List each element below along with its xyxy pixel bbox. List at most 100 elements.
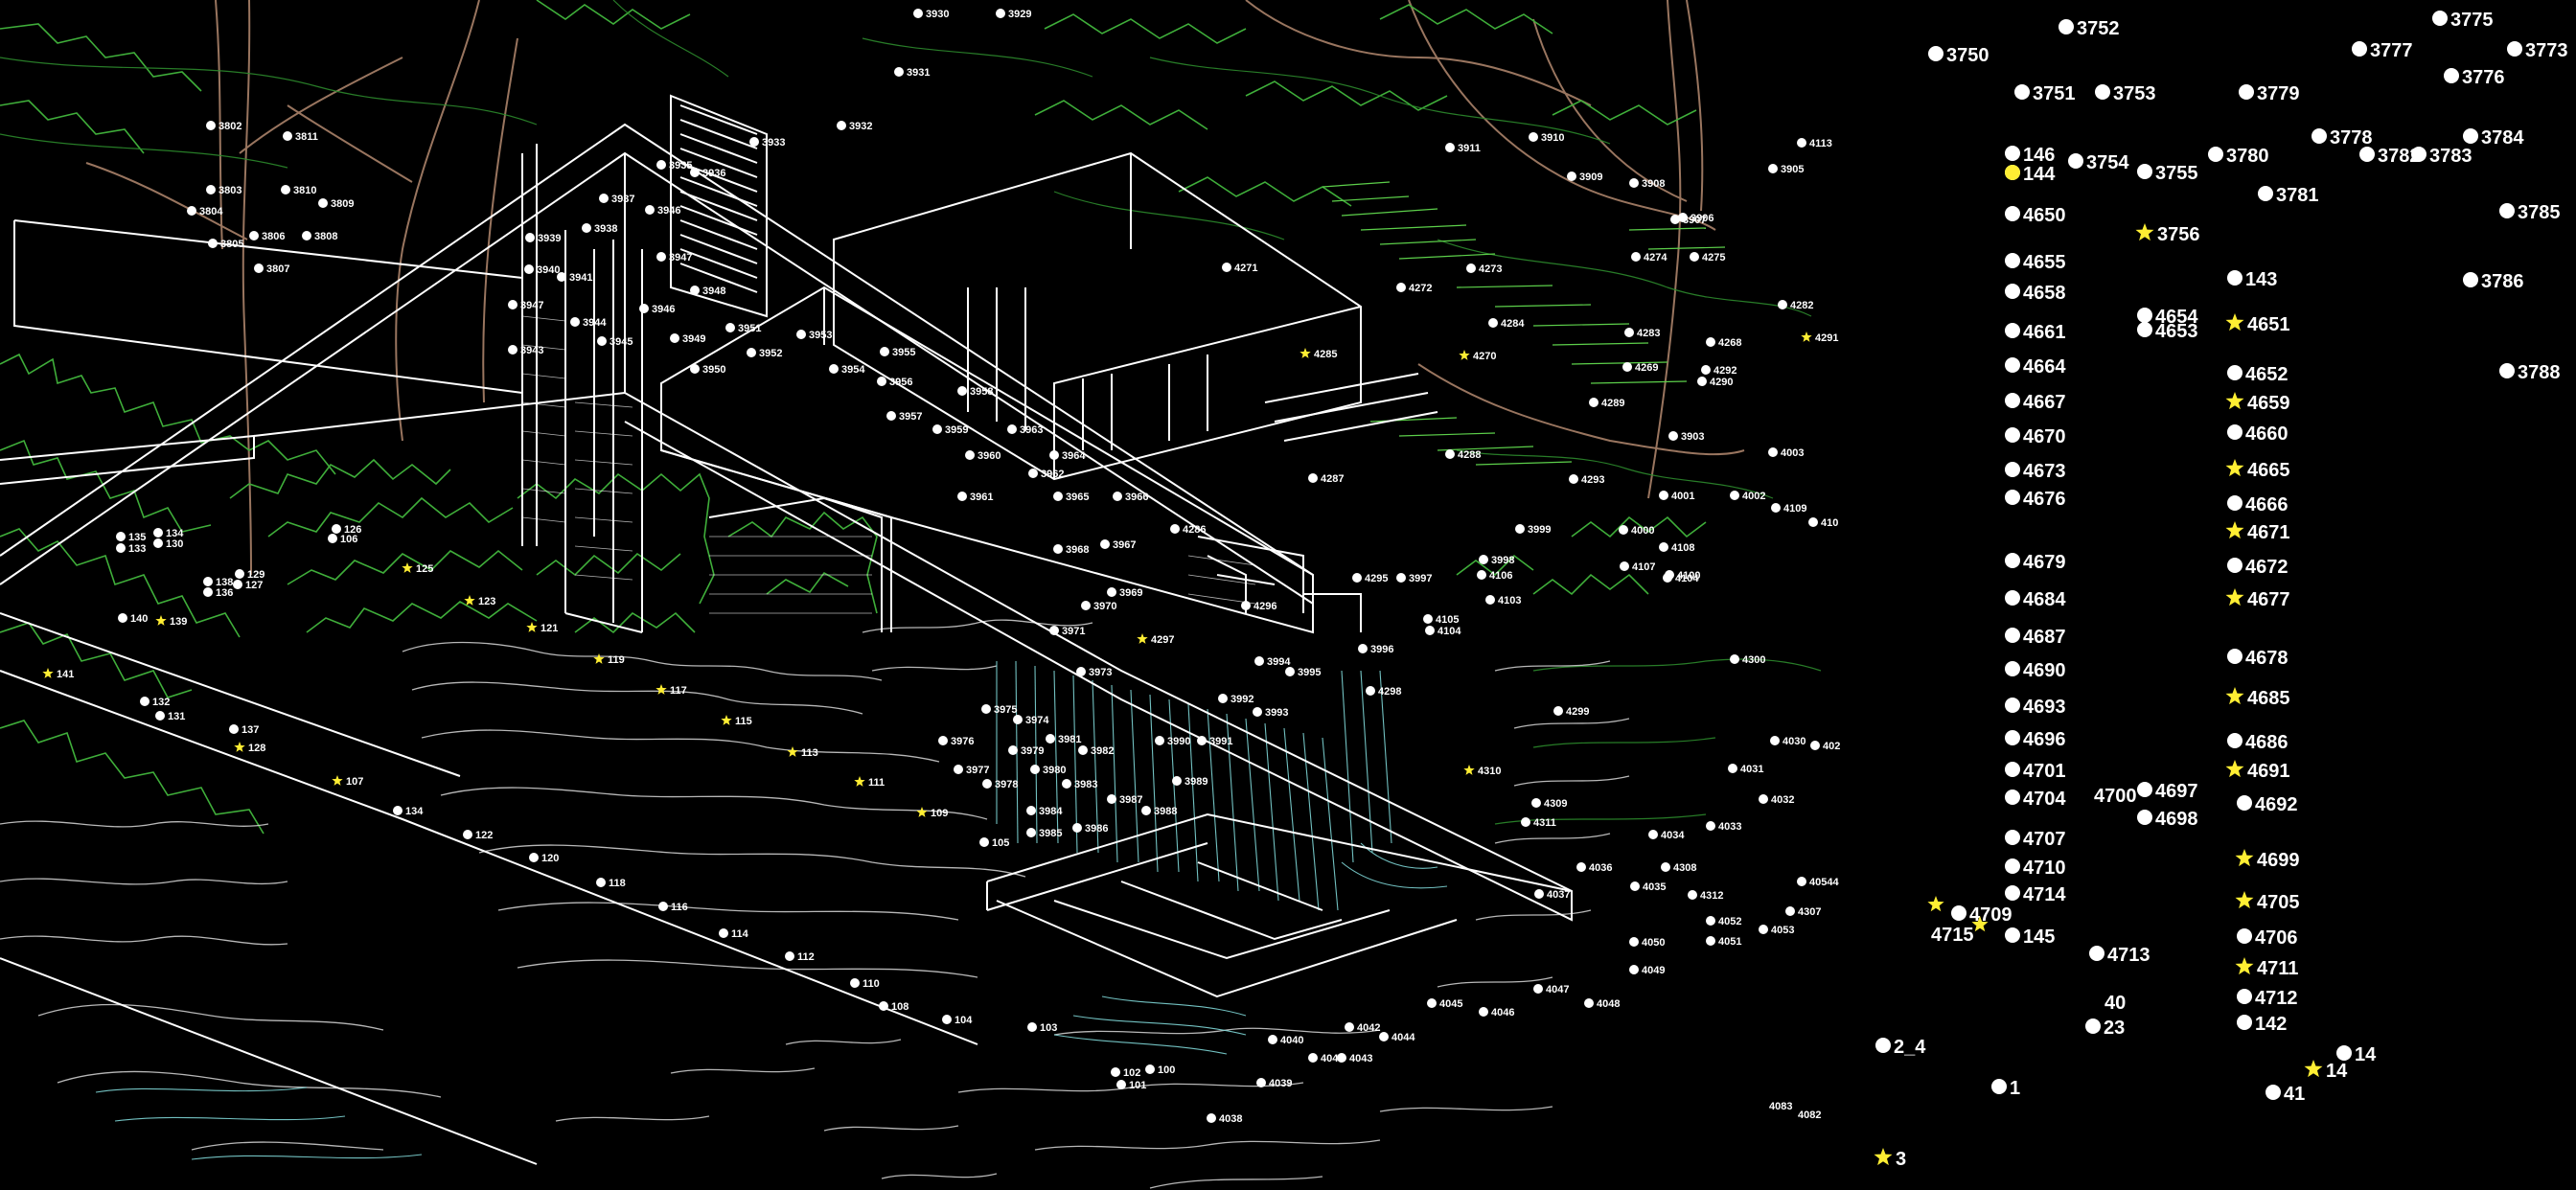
survey-point [2005,146,2020,161]
survey-point [2089,946,2104,961]
survey-point-label: 41 [2284,1084,2305,1105]
survey-point [1730,654,1739,664]
survey-point [1928,46,1944,61]
survey-point-label: 3979 [1021,745,1044,757]
survey-point [2137,164,2152,179]
survey-point-label: 4299 [1566,706,1589,718]
survey-point-label: 3936 [702,168,725,179]
survey-point [2227,365,2242,380]
survey-point [1670,215,1680,224]
survey-point-label: 4654 [2155,307,2198,328]
survey-point-label: 4660 [2245,423,2288,445]
survey-point-label: 4650 [2023,205,2066,226]
survey-point-label: 3970 [1093,601,1116,612]
survey-point [2507,41,2522,57]
survey-point-label: 3991 [1209,736,1232,747]
free-label: 40 [2104,993,2126,1014]
survey-point-label: 4710 [2023,858,2066,879]
survey-point [524,264,534,274]
survey-point [1706,337,1715,347]
survey-point [2014,84,2030,100]
survey-star-label: 4270 [1473,351,1496,362]
survey-star-label: 4665 [2247,460,2290,481]
survey-point [508,345,518,355]
survey-point-label: 4001 [1671,491,1694,502]
survey-point-label: 4104 [1438,626,1461,637]
survey-point [2227,495,2242,511]
survey-point [597,336,607,346]
survey-star [1927,896,1944,912]
survey-star-label: 109 [931,808,948,819]
survey-point-label: 3956 [889,377,912,388]
survey-point-label: 3962 [1041,469,1064,480]
survey-point [979,837,989,847]
survey-point [1379,1032,1389,1041]
survey-point [886,411,896,421]
survey-point [1785,906,1795,916]
survey-point [1521,817,1530,827]
rock-outlines [0,619,1630,1189]
survey-point [1218,694,1228,703]
survey-point-label: 1 [2010,1078,2020,1099]
survey-star-label: 115 [735,716,752,727]
survey-point [1534,889,1544,899]
survey-point-label: 4045 [1439,998,1462,1010]
survey-point-label: 4105 [1436,614,1459,626]
survey-point-label: 3788 [2518,362,2561,383]
survey-point [1100,539,1110,549]
survey-point-label: 3804 [199,206,223,217]
survey-point-label: 3947 [669,252,692,263]
survey-point-label: 127 [245,580,263,591]
survey-point [880,347,889,356]
survey-point-label: 3938 [594,223,617,235]
survey-point [1515,524,1525,534]
survey-point [1697,377,1707,386]
survey-point [719,928,728,938]
survey-point [599,194,609,203]
survey-point [1797,138,1806,148]
survey-point-label: 4652 [2245,364,2288,385]
survey-point [254,263,264,273]
survey-point [2237,795,2252,811]
survey-point-label: 134 [405,806,424,817]
survey-point-label: 4274 [1644,252,1668,263]
survey-point-label: 3782 [2378,146,2421,167]
survey-point [690,168,700,177]
survey-point-label: 4033 [1718,821,1741,833]
survey-point [283,131,292,141]
survey-star [1801,332,1812,342]
survey-point [393,806,402,815]
survey-point [1665,570,1674,580]
survey-point-label: 3779 [2257,83,2300,104]
survey-point-label: 4003 [1781,447,1804,459]
survey-point [1222,263,1231,272]
survey-point [639,304,649,313]
survey-point [913,9,923,18]
survey-star [464,595,475,606]
survey-point [2005,553,2020,568]
survey-point [2227,733,2242,748]
survey-point-label: 3780 [2226,146,2269,167]
survey-point [1396,283,1406,292]
survey-point [2005,628,2020,643]
survey-point-label: 4687 [2023,627,2066,648]
survey-point-label: 410 [1821,517,1838,529]
survey-point [1053,544,1063,554]
survey-point [525,233,535,242]
survey-point-label: 3974 [1025,715,1049,726]
survey-point-label: 3976 [951,736,974,747]
survey-point-label: 4293 [1581,474,1604,486]
survey-point-label: 3810 [293,185,316,196]
survey-point [1529,132,1538,142]
survey-point-label: 3980 [1043,765,1066,776]
survey-point-label: 4268 [1718,337,1741,349]
survey-star [2225,588,2244,606]
survey-point-label: 144 [2023,164,2056,185]
survey-point [2058,19,2074,34]
survey-point-label: 3961 [970,492,993,503]
survey-point-label: 126 [344,524,361,536]
survey-point-label: 3802 [218,121,242,132]
survey-star [1137,633,1148,644]
